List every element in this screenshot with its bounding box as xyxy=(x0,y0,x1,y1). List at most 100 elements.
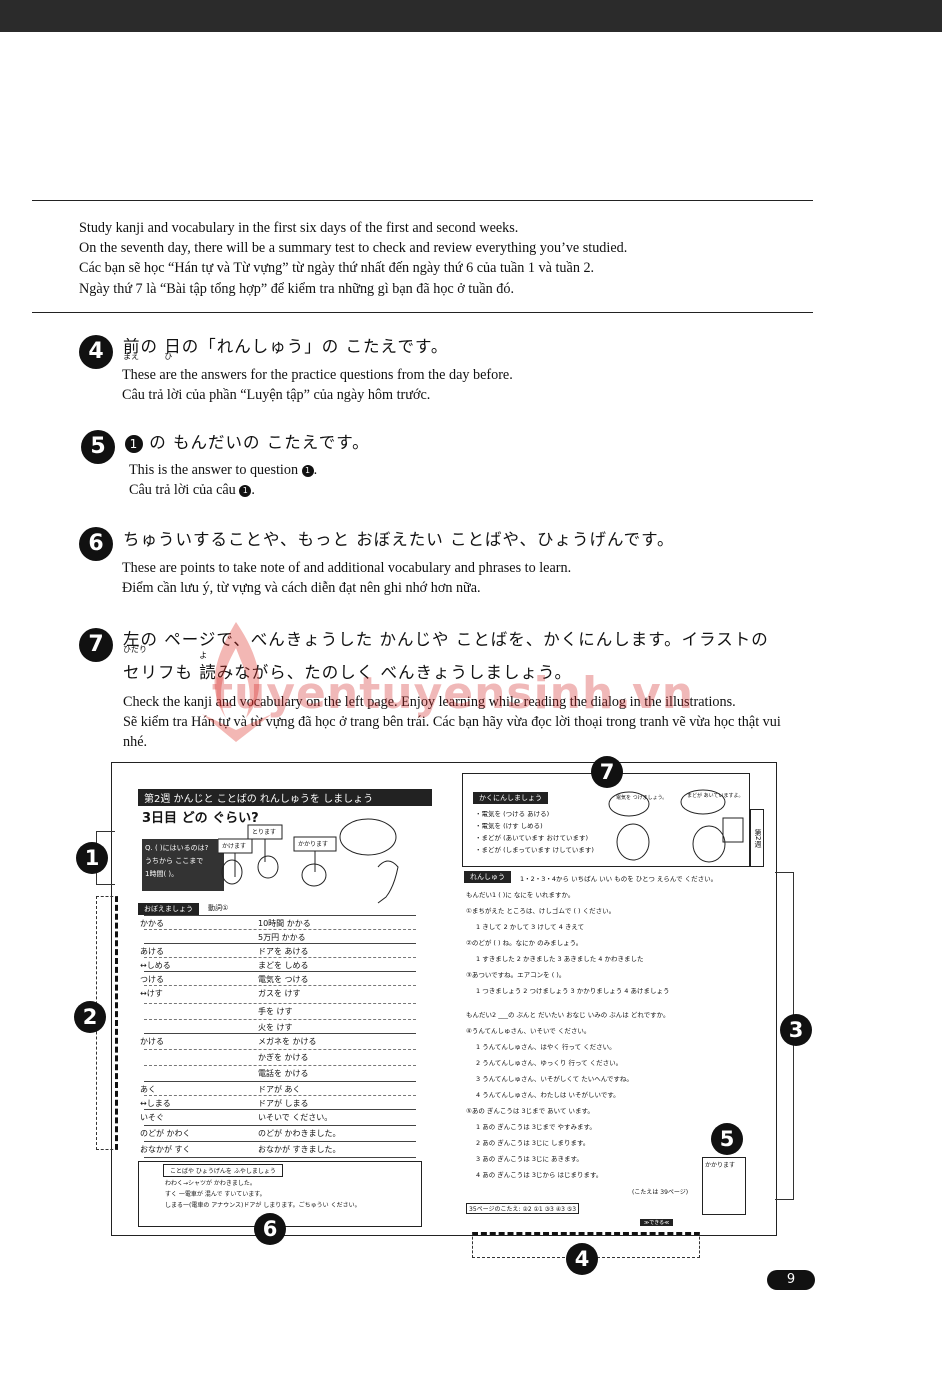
check-line: ・まどが (あいています おけています) xyxy=(475,834,589,842)
vocab-word: おなかが すく xyxy=(140,1145,191,1154)
practice-instruction: 1・2・3・4から いちばん いい ものを ひとつ えらんで ください。 xyxy=(520,875,718,883)
sign-text: かかります xyxy=(298,841,329,848)
answer-options: 1 すきました 2 かきました 3 あきました 4 かわきました xyxy=(476,955,644,963)
item-number: 4 xyxy=(79,335,113,369)
divider xyxy=(32,200,813,201)
question-number-icon: 1 xyxy=(239,484,252,497)
check-line: ・電気を (つける あける) xyxy=(475,810,550,818)
kana: の xyxy=(140,337,165,356)
callout-number: 3 xyxy=(780,1014,812,1046)
item-jp: ちゅういすることや、もっと おぼえたい ことばや、ひょうげんです。 xyxy=(123,530,675,549)
question-line: ④うんてんしゅさん、いそいで ください。 xyxy=(466,1027,591,1035)
vocab-word: のどが かわく xyxy=(140,1129,191,1138)
note-line: しまる一(電車の アナウンス)ドアが しまります。ごちゅうい ください。 xyxy=(165,1202,361,1209)
question-line: ②のどが ( ) ね。なにか のみましょう。 xyxy=(466,939,583,947)
check-box: かくにんしましょう ・電気を (つける あける) ・電気を (けす しめる) ・… xyxy=(462,773,750,867)
characters-illustration xyxy=(218,818,399,904)
kana: セリフも xyxy=(123,663,200,682)
left-page: 第2週 かんじと ことばの れんしゅうを しましょう 3日目 どの ぐらい? Q… xyxy=(118,769,434,1229)
answer-option: 4 うんてんしゅさん、わたしは いそがしいです。 xyxy=(476,1091,620,1099)
vocab-word: かかる xyxy=(140,919,164,928)
watermark-flame-icon xyxy=(202,622,272,742)
vocab-example: ドアを あける xyxy=(258,947,309,956)
side-tab: 第2週 xyxy=(750,809,764,867)
vietnamese-text: nhé. xyxy=(123,734,148,750)
right-page: かくにんしましょう ・電気を (つける あける) ・電気を (けす しめる) ・… xyxy=(454,769,770,1229)
question-number-icon: 1 xyxy=(125,434,143,453)
vocab-example: いそいで ください。 xyxy=(258,1113,333,1122)
kana: の「れんしゅう」の こたえです。 xyxy=(181,337,449,356)
vietnamese-text: Câu trả lời của phần “Luyện tập” của ngà… xyxy=(122,387,431,403)
vocab-word: いそぐ xyxy=(140,1113,164,1122)
intro-line: Các bạn sẽ học “Hán tự và Từ vựng” từ ng… xyxy=(79,260,595,277)
kanji: 日 xyxy=(164,337,182,356)
footer-tag: ≫できる≪ xyxy=(640,1219,674,1226)
kana: みながら、たのしく べんきょうしましょう。 xyxy=(216,663,573,682)
note-line: すく 一電車が 混んで すいています。 xyxy=(165,1191,266,1198)
callout-number: 5 xyxy=(711,1123,743,1155)
intro-text: Study kanji and vocabulary in the first … xyxy=(79,218,627,299)
vocab-example: 電気を つける xyxy=(258,975,309,984)
english-text: These are points to take note of and add… xyxy=(122,560,572,576)
item-jp-line1: 左ひだりの ページで、べんきょうした かんじや ことばを、かくにんします。イラス… xyxy=(123,626,769,654)
answer-reference: (こたえは 39ページ) xyxy=(632,1189,689,1196)
furigana: ひ xyxy=(164,352,173,361)
vocab-example: 手を けす xyxy=(258,1007,293,1016)
vocab-example: メガネを かける xyxy=(258,1037,317,1046)
vocab-header: おぼえましょう xyxy=(138,903,199,915)
kana: の ページで、べんきょうした かんじや ことばを、かくにんします。イラストの xyxy=(140,630,769,649)
callout-number: 1 xyxy=(76,842,108,874)
callout-number: 7 xyxy=(591,756,623,788)
vietnamese-text: Điểm cần lưu ý, từ vựng và cách diễn đạt… xyxy=(122,580,481,596)
answer-option: 3 うんてんしゅさん、いそがしくて たいへんですね。 xyxy=(476,1075,633,1083)
question-title: もんだい2 ___の ぶんと だいたい おなじ いみの ぶんは どれですか。 xyxy=(466,1011,670,1019)
speech-bubble: 電気を つけましょう。 xyxy=(616,795,668,801)
question-number-icon: 1 xyxy=(301,464,314,477)
vocab-example: まどを しめる xyxy=(258,961,309,970)
sign-text: かけます xyxy=(222,843,247,850)
vietnamese-text: Câu trả lời của câu 1. xyxy=(129,482,255,498)
answer-option: 4 あの ぎんこうは 3じから はじまります。 xyxy=(476,1171,603,1179)
day-title: 3日目 どの ぐらい? xyxy=(142,811,259,826)
note-header: ことばや ひょうげんを ふやしましょう xyxy=(163,1164,283,1177)
answer-option: 1 あの ぎんこうは 3じまで やすみます。 xyxy=(476,1123,596,1131)
callout-number: 2 xyxy=(74,1001,106,1033)
kanji: 左 xyxy=(123,630,141,649)
question-line: ③あついですね。エアコンを ( )。 xyxy=(466,971,566,979)
question-box: Q. ( )にはいるのは? うちから ここまで 1時間( )。 xyxy=(142,839,224,891)
top-bar xyxy=(0,0,942,32)
question-line: ①まちがえた ところは、けしゴムで ( ) ください。 xyxy=(466,907,616,915)
item-translation: Check the kanji and vocabulary on the le… xyxy=(123,692,781,752)
question-box-line: うちから ここまで xyxy=(145,857,204,865)
question-title: もんだい1 ( )に なにを いれますか。 xyxy=(466,891,575,899)
intro-line: Ngày thứ 7 là “Bài tập tổng hợp” để kiểm… xyxy=(79,280,515,297)
check-header: かくにんしましょう xyxy=(473,792,548,804)
sign-text: とります xyxy=(252,829,277,836)
speech-bubble: まどが あいていますよ。 xyxy=(687,793,744,799)
check-line: ・電気を (けす しめる) xyxy=(475,822,543,830)
item-translation: These are points to take note of and add… xyxy=(122,558,571,598)
vocab-example: おなかが すきました。 xyxy=(258,1145,341,1154)
note-line: わわく→シャツが かわきました。 xyxy=(165,1180,256,1187)
english-text: These are the answers for the practice q… xyxy=(122,367,513,383)
answer-option: 1 うんてんしゅさん、はやく 行って ください。 xyxy=(476,1043,616,1051)
vocab-word: あく xyxy=(140,1085,156,1094)
vocab-word: ↔しまる xyxy=(140,1099,171,1108)
answer-options: 1 つきましょう 2 つけましょう 3 かかりましょう 4 あけましょう xyxy=(476,987,670,995)
vocab-example: ガスを けす xyxy=(258,989,301,998)
vocab-example: 10時間 かかる xyxy=(258,919,311,928)
furigana: よ xyxy=(199,651,208,660)
vocab-example: ドアが あく xyxy=(258,1085,301,1094)
item-number: 7 xyxy=(79,628,113,662)
question-box-line: Q. ( )にはいるのは? xyxy=(145,844,209,852)
vocab-example: ドアが しまる xyxy=(258,1099,309,1108)
vocab-example: のどが かわきました。 xyxy=(258,1129,341,1138)
vocab-word: ↔しめる xyxy=(140,961,171,970)
answer-option: 2 あの ぎんこうは 3じに しまります。 xyxy=(476,1139,590,1147)
intro-line: On the seventh day, there will be a summ… xyxy=(79,240,628,257)
watermark-text: tuyentuyensinh.vn xyxy=(212,668,695,719)
vocab-example: かぎを かける xyxy=(258,1053,309,1062)
furigana: まえ xyxy=(123,352,139,361)
callout-number: 6 xyxy=(254,1213,286,1245)
intro-line: Study kanji and vocabulary in the first … xyxy=(79,220,519,236)
